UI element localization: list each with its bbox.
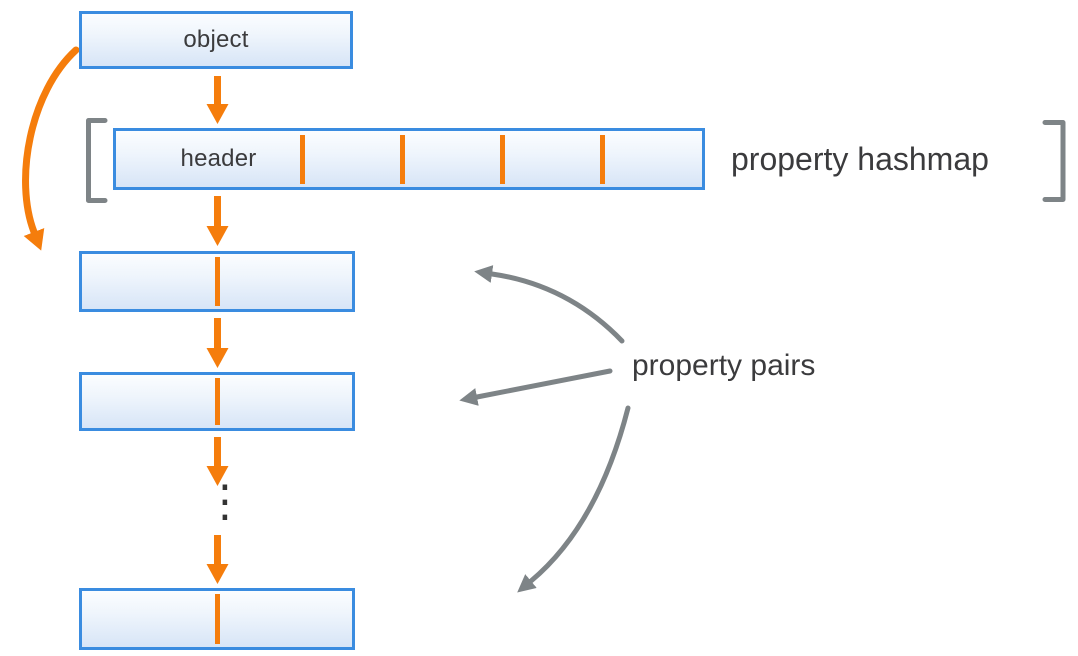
header-box-label: header bbox=[180, 145, 257, 172]
pairs-arrow-bottom bbox=[517, 405, 631, 593]
pair-box-3 bbox=[79, 588, 355, 650]
pairs-arrow-middle bbox=[459, 368, 613, 406]
hashmap-left-bracket bbox=[86, 118, 108, 203]
slot-divider bbox=[300, 135, 305, 184]
pair-divider bbox=[215, 378, 220, 425]
hashmap-header-box: header bbox=[113, 128, 705, 190]
slot-divider bbox=[400, 135, 405, 184]
property-pairs-label: property pairs bbox=[632, 349, 816, 382]
hashmap-right-bracket bbox=[1042, 120, 1066, 202]
curved-arrow-object-to-pairs bbox=[22, 46, 80, 251]
slot-divider bbox=[500, 135, 505, 184]
pair-box-1 bbox=[79, 251, 355, 312]
object-box-label: object bbox=[183, 26, 249, 53]
property-hashmap-label: property hashmap bbox=[731, 141, 989, 177]
object-box: object bbox=[79, 11, 353, 69]
pair-box-2 bbox=[79, 372, 355, 431]
pair-divider bbox=[215, 594, 220, 644]
pair-divider bbox=[215, 257, 220, 306]
slot-divider bbox=[600, 135, 605, 184]
vertical-ellipsis: ⋮ bbox=[203, 476, 247, 527]
pairs-arrow-top bbox=[474, 265, 625, 344]
